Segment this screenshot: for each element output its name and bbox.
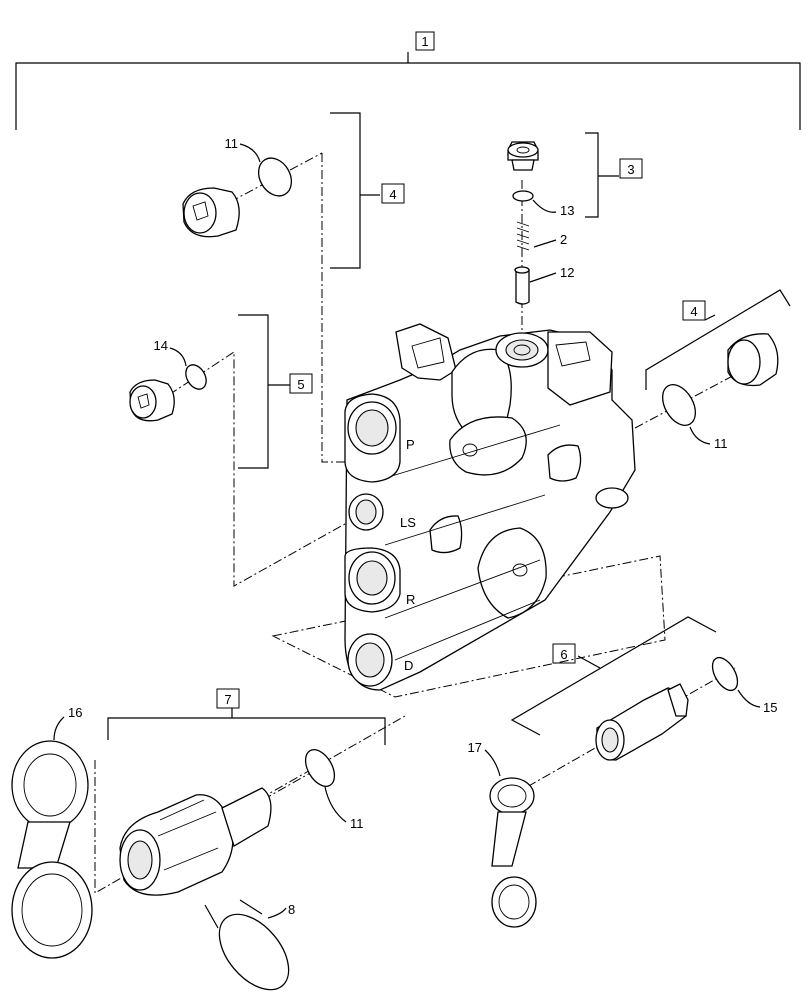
plug-right [661,333,779,426]
valve-body: P LS R D [344,323,636,691]
callout-4-left: 4 [389,187,396,202]
plug-upper-left [182,157,293,238]
callout-1: 1 [421,34,428,49]
dust-cap-16 [11,740,93,959]
plug-lower-left [129,364,207,422]
bracket-kit-5: 5 [238,314,313,469]
callout-11-right: 11 [714,436,728,451]
callout-7: 7 [224,692,231,707]
callout-11-upper: 11 [225,136,239,151]
callout-17: 17 [468,740,482,755]
callout-6: 6 [560,647,567,662]
bracket-kit-4-left: 4 [330,112,405,269]
port-label-r: R [406,592,415,607]
dust-cap-17 [489,777,537,928]
callout-leaders: 11 13 2 12 14 11 15 16 17 11 8 [53,136,777,919]
callout-3: 3 [627,162,634,177]
bracket-kit-3: 3 [585,132,643,218]
port-label-p: P [406,437,415,452]
callout-13: 13 [560,203,574,218]
coupler-6 [595,656,739,761]
callout-8: 8 [288,902,295,917]
callout-16: 16 [68,705,82,720]
callout-14: 14 [154,338,168,353]
callout-5: 5 [297,377,304,392]
callout-4-right: 4 [690,304,697,319]
relief-stack [507,141,539,305]
callout-11-lower: 11 [350,816,364,831]
bracket-kit-7: 7 [107,688,386,745]
port-label-ls: LS [400,515,416,530]
port-label-d: D [404,658,413,673]
callout-15: 15 [763,700,777,715]
callout-2: 2 [560,232,567,247]
bracket-kit-6: 6 [510,616,717,736]
coupler-7 [119,749,336,991]
bracket-kit-4-right: 4 [645,289,791,390]
callout-12: 12 [560,265,574,280]
bracket-assembly-1: 1 [15,31,801,130]
